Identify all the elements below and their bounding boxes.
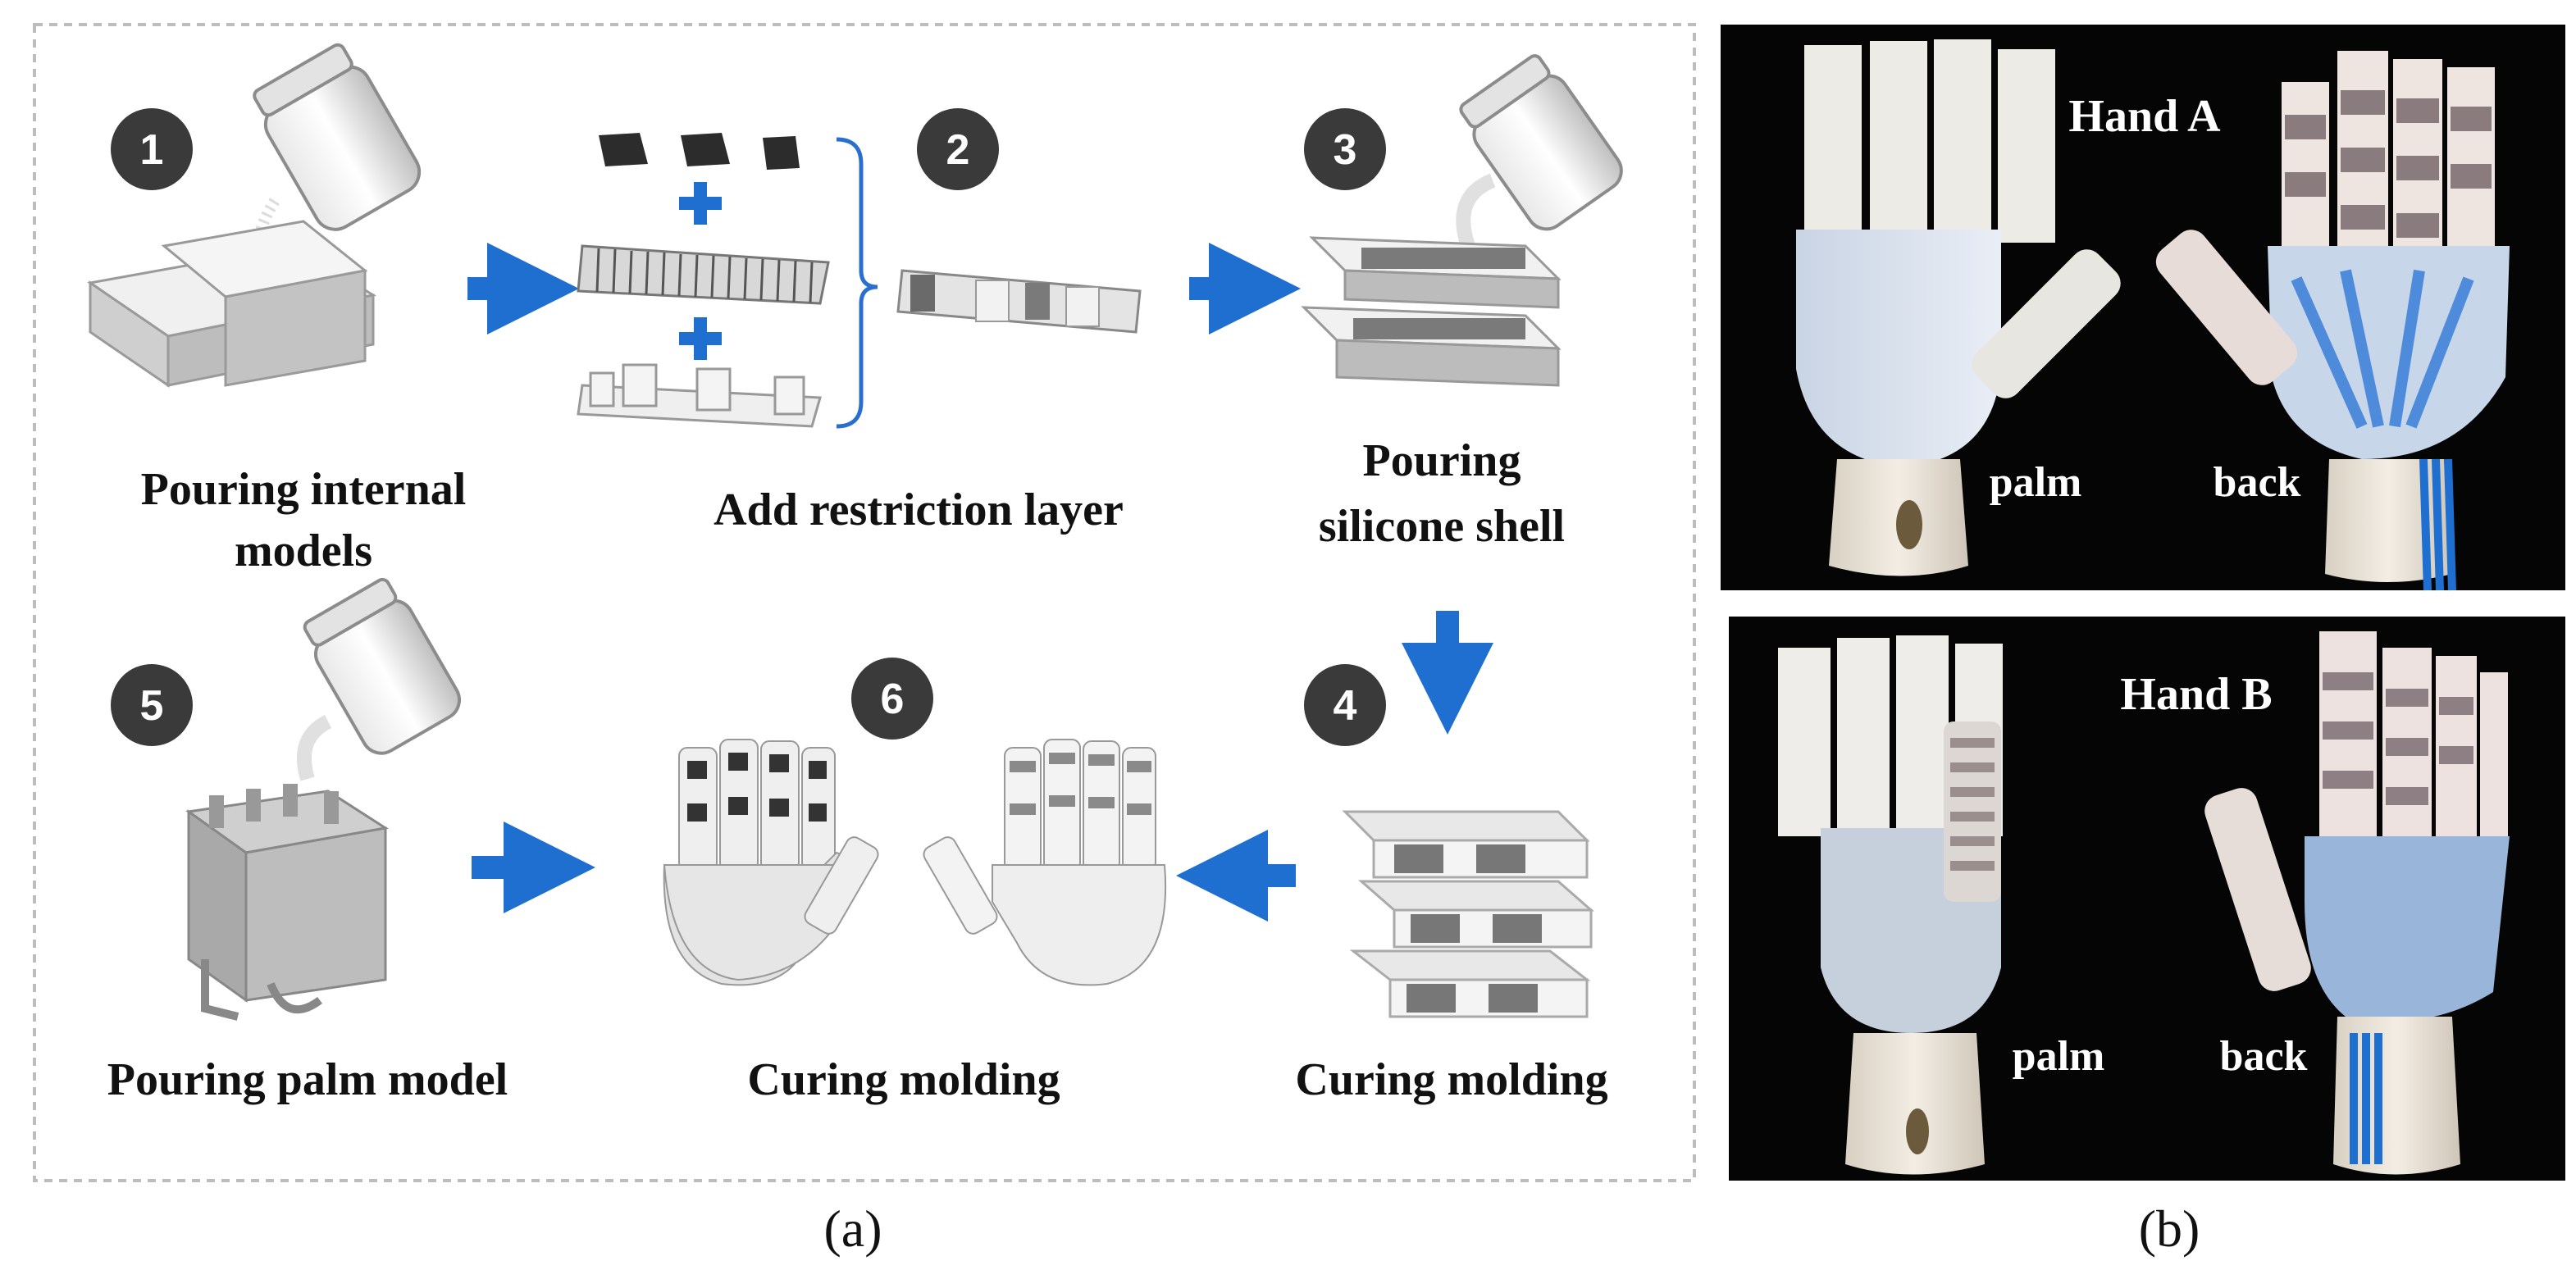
step-3-label-line-2: silicone shell [1319,501,1565,552]
caption-a: (a) [823,1199,882,1258]
step-2-illustration [577,133,1142,429]
step-6-illustration [663,739,1167,986]
pouring-jar-icon [253,43,422,231]
step-number: 3 [1334,126,1357,174]
hand-a-palm-side [1796,39,2121,576]
pouring-jar-icon [303,577,462,755]
step-4-badge: 4 [1304,664,1386,746]
hand-b-palm-label: palm [2013,1033,2105,1080]
step-3-label-line-1: Pouring [1363,435,1521,486]
palm-mold-icon [185,784,390,1021]
panel-a-frame [33,23,1696,1182]
fiber-strip-icon [577,244,830,305]
cured-strips-icon [1342,810,1594,1018]
step-number: 5 [140,682,164,730]
step-1-label-line-2: models [235,526,372,576]
step-4-illustration [1342,810,1594,1018]
hand-a-title: Hand A [2068,91,2221,142]
step-1-badge: 1 [111,108,193,190]
hand-b-title: Hand B [2120,669,2272,720]
plus-icon [679,317,722,360]
comb-frame-icon [577,363,822,428]
step-1-illustration [87,43,422,388]
hand-a-palm-label: palm [1990,459,2082,506]
step-5-label: Pouring palm model [107,1054,508,1105]
step-6-label: Curing molding [747,1054,1060,1105]
bracket [836,137,878,429]
step-5-badge: 5 [111,664,193,746]
step-number: 2 [946,126,970,174]
step-6-badge: 6 [851,658,933,740]
hand-a-back-label: back [2214,459,2301,506]
step-number: 1 [140,126,164,174]
step-number: 4 [1334,682,1357,730]
assembled-layer-icon [896,269,1142,334]
hand-a-back-side [2155,51,2510,591]
step-1-label-line-1: Pouring internal [141,464,467,515]
photo-hand-b: Hand B palm back [1729,617,2565,1181]
step-3-badge: 3 [1304,108,1386,190]
step-number: 6 [881,676,905,723]
step-2-label: Add restriction layer [714,485,1124,535]
silicone-shell-mold-icon [1301,236,1562,387]
step-4-label: Curing molding [1295,1054,1607,1105]
hand-b-back-label: back [2220,1033,2308,1080]
hand-b-palm-side [1778,635,2003,1175]
molded-hand-palm-icon [663,739,879,986]
molded-hand-back-icon [923,739,1167,986]
step-3-illustration [1301,54,1623,387]
photo-hand-a: Hand A palm back [1721,25,2565,591]
caption-b: (b) [2139,1199,2200,1258]
hand-b-back-side [2204,631,2510,1175]
step-5-illustration [185,577,462,1021]
plus-icon [679,182,722,225]
step-2-badge: 2 [917,108,999,190]
restriction-squares-icon [599,133,800,170]
pouring-jar-icon [1459,54,1623,231]
internal-mold-icon [87,220,376,388]
